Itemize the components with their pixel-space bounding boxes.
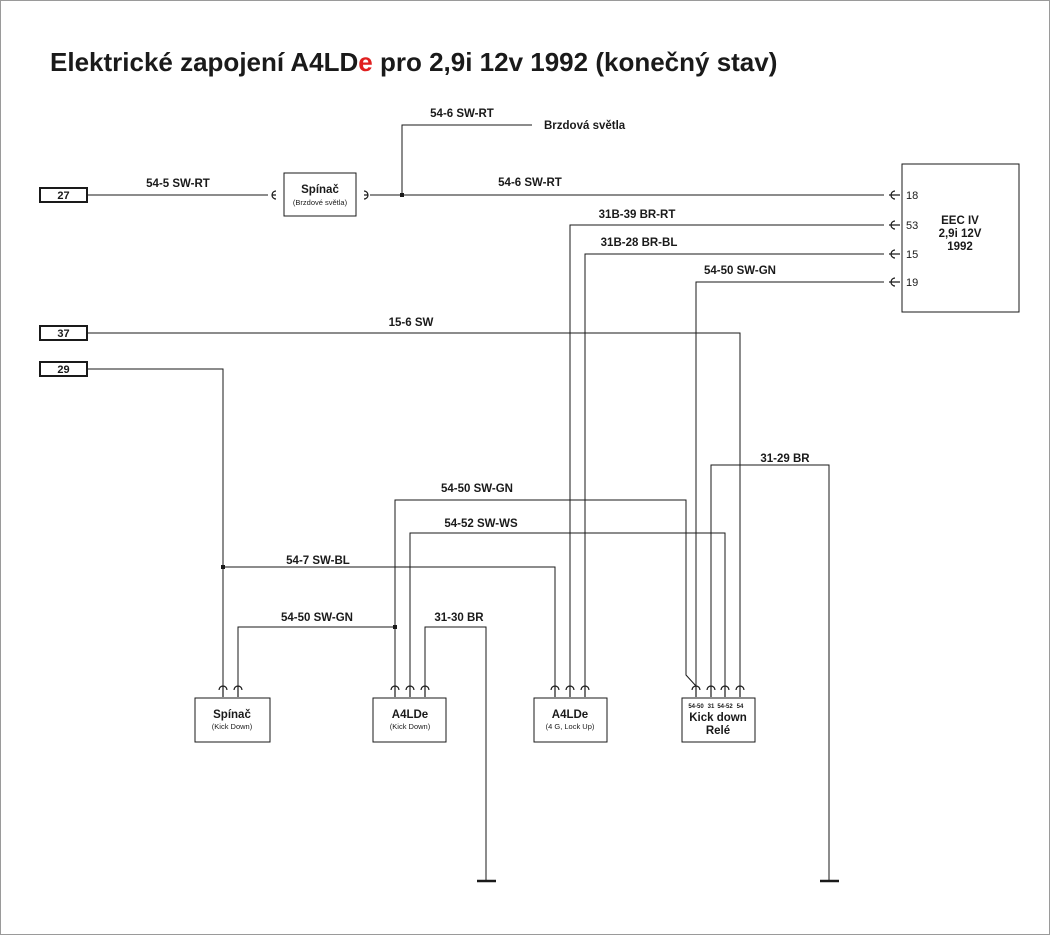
connector-arrow xyxy=(405,685,415,697)
component-name: A4LDe xyxy=(392,709,428,721)
wire-label-54-52: 54-52 SW-WS xyxy=(444,518,518,530)
junction-dot xyxy=(400,193,404,197)
terminal-label: 29 xyxy=(57,364,69,376)
wire-54-50-a4lde xyxy=(394,499,697,687)
relay-pin-31: 31 xyxy=(708,704,715,710)
connector-arrow xyxy=(550,685,560,697)
kickdown-relay: 54-50 31 54-52 54 Kick down Relé xyxy=(681,697,756,743)
connector-arrow xyxy=(735,685,745,697)
terminal-27: 27 xyxy=(39,187,88,203)
wire-29 xyxy=(87,368,224,686)
connector-arrow xyxy=(218,685,228,697)
connector-arrow xyxy=(565,685,575,697)
eec-pin-19: 19 xyxy=(906,277,918,289)
relay-pin-54-50: 54-50 xyxy=(688,704,704,710)
a4lde-kickdown: A4LDe (Kick Down) xyxy=(372,697,447,743)
wire-label-54-50-kd: 54-50 SW-GN xyxy=(281,612,353,624)
connector-arrow xyxy=(390,685,400,697)
wire-54-50-kd xyxy=(237,626,395,686)
wire-label-31b-28: 31B-28 BR-BL xyxy=(601,237,678,249)
component-subtitle: (Kick Down) xyxy=(212,722,253,731)
component-subtitle: (Brzdové světla) xyxy=(293,198,348,207)
connector-arrow xyxy=(363,190,369,200)
relay-pin-54: 54 xyxy=(737,704,744,710)
wire-54-52 xyxy=(409,532,726,686)
connector-arrow xyxy=(691,685,701,697)
connector-arrow xyxy=(420,685,430,697)
connector-arrows xyxy=(218,190,900,697)
wire-labels: 54-5 SW-RT 54-6 SW-RT Brzdová světla 54-… xyxy=(146,108,810,624)
wire-31-30 xyxy=(424,626,487,880)
eec-pin-53: 53 xyxy=(906,220,918,232)
wires xyxy=(87,124,884,883)
wire-label-54-6: 54-6 SW-RT xyxy=(498,177,562,189)
wire-label-54-50-a4lde: 54-50 SW-GN xyxy=(441,483,513,495)
connector-arrow xyxy=(720,685,730,697)
relay-line1: Kick down xyxy=(689,712,747,724)
wire-54-50-eec xyxy=(695,281,884,686)
connector-arrow xyxy=(889,277,900,287)
relay-pin-54-52: 54-52 xyxy=(717,704,733,710)
eec-line3: 1992 xyxy=(947,241,973,253)
junction-dot xyxy=(393,625,397,629)
wire-54-7 xyxy=(223,566,556,686)
wire-label-15-6: 15-6 SW xyxy=(389,317,434,329)
wire-label-31-30: 31-30 BR xyxy=(434,612,484,624)
diagram-title: Elektrické zapojení A4LDe pro 2,9i 12v 1… xyxy=(50,47,777,77)
wire-31-29 xyxy=(710,464,830,880)
connector-arrow xyxy=(271,190,277,200)
relay-line2: Relé xyxy=(706,725,730,737)
connector-arrow xyxy=(233,685,243,697)
eec-pin-15: 15 xyxy=(906,249,918,261)
a4lde-lockup: A4LDe (4 G, Lock Up) xyxy=(533,697,608,743)
wire-54-6-brake-lights xyxy=(401,124,532,195)
component-name: Spínač xyxy=(301,184,339,196)
brake-switch: Spínač (Brzdové světla) xyxy=(283,172,357,217)
eec-line2: 2,9i 12V xyxy=(939,228,982,240)
wire-label-31-29: 31-29 BR xyxy=(760,453,810,465)
component-name: Spínač xyxy=(213,709,251,721)
eec-line1: EEC IV xyxy=(941,215,979,227)
connector-arrow xyxy=(580,685,590,697)
wire-label-54-7: 54-7 SW-BL xyxy=(286,555,350,567)
wire-31b-39 xyxy=(569,224,884,686)
connector-arrow xyxy=(889,190,900,200)
connector-arrow xyxy=(889,249,900,259)
wire-label-54-6-upper: 54-6 SW-RT xyxy=(430,108,494,120)
eec-iv-module: EEC IV 2,9i 12V 1992 18 53 15 19 xyxy=(901,163,1020,313)
wire-31b-28 xyxy=(584,253,884,686)
terminal-29: 29 xyxy=(39,361,88,377)
component-name: A4LDe xyxy=(552,709,588,721)
kickdown-switch: Spínač (Kick Down) xyxy=(194,697,271,743)
component-subtitle: (4 G, Lock Up) xyxy=(546,722,595,731)
component-subtitle: (Kick Down) xyxy=(390,722,431,731)
connector-arrow xyxy=(706,685,716,697)
junction-dot xyxy=(221,565,225,569)
brake-lights-label: Brzdová světla xyxy=(544,120,626,132)
wire-label-31b-39: 31B-39 BR-RT xyxy=(599,209,676,221)
connector-arrow xyxy=(889,220,900,230)
terminal-label: 27 xyxy=(57,190,69,202)
wire-label-54-50-eec: 54-50 SW-GN xyxy=(704,265,776,277)
eec-pin-18: 18 xyxy=(906,190,918,202)
wire-15-6 xyxy=(87,332,741,686)
wire-label-54-5: 54-5 SW-RT xyxy=(146,178,210,190)
terminal-label: 37 xyxy=(57,328,69,340)
terminal-37: 37 xyxy=(39,325,88,341)
